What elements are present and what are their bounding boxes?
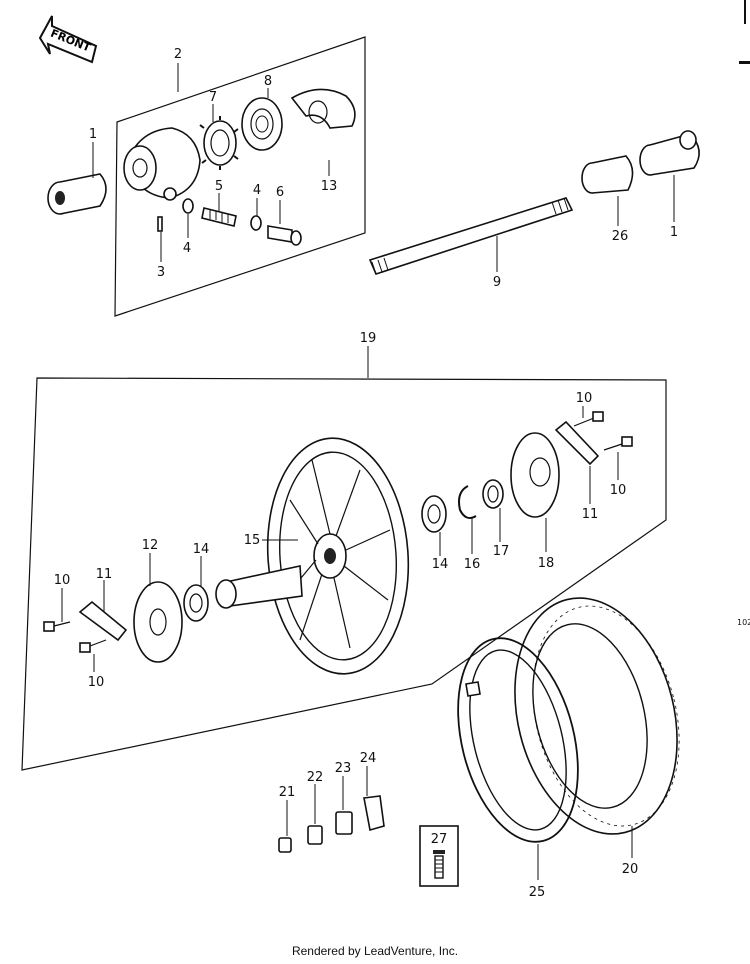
bearing-part-14-left <box>183 584 209 622</box>
callout-15: 15 <box>244 533 261 548</box>
collar-part-1-left <box>47 173 107 215</box>
callout-7: 7 <box>209 90 217 105</box>
collar-part-26 <box>581 155 634 194</box>
callout-8: 8 <box>264 74 272 89</box>
drive-gear-part-7 <box>199 116 239 170</box>
callout-10-left-lower: 10 <box>88 675 105 690</box>
bolt-part-10-left-lower <box>79 639 107 653</box>
callout-17: 17 <box>493 544 510 559</box>
callout-22: 22 <box>307 770 324 785</box>
callout-14-left: 14 <box>193 542 210 557</box>
balance-weight-part-21 <box>278 837 292 853</box>
circlip-part-16 <box>458 485 477 519</box>
retainer-plate-part-13 <box>290 88 356 129</box>
front-arrow-icon: FRONT <box>38 15 98 64</box>
axle-part-9 <box>368 197 574 275</box>
callout-11-left: 11 <box>96 567 113 582</box>
seal-part-8 <box>241 97 283 151</box>
hub-sleeve <box>215 565 303 609</box>
callout-25: 25 <box>529 885 546 900</box>
callout-4-left: 4 <box>183 241 191 256</box>
callout-18: 18 <box>538 556 555 571</box>
side-reference-code: 102 <box>737 618 750 627</box>
tire-part-20 <box>514 597 680 835</box>
bolt-part-10-left-upper <box>43 621 71 632</box>
callout-10-right: 10 <box>610 483 627 498</box>
bushing-part-6 <box>267 225 302 246</box>
callout-19: 19 <box>360 331 377 346</box>
callout-20: 20 <box>622 862 639 877</box>
callout-12: 12 <box>142 538 159 553</box>
callout-6: 6 <box>276 185 284 200</box>
callout-26: 26 <box>612 229 629 244</box>
lock-plate-part-11-right <box>554 420 600 466</box>
callout-1-left: 1 <box>89 127 97 142</box>
seal-part-17 <box>482 479 504 509</box>
washer-part-4-left <box>182 198 194 214</box>
callout-9: 9 <box>493 275 501 290</box>
pinion-part-5 <box>201 207 237 227</box>
pin-part-3 <box>157 216 163 232</box>
lock-plate-part-11-left <box>78 600 128 642</box>
callout-27: 27 <box>431 832 448 847</box>
callout-21: 21 <box>279 785 296 800</box>
callout-10-left-upper: 10 <box>54 573 71 588</box>
wheel-group-outline <box>21 377 667 771</box>
inner-tube-part-25 <box>457 637 579 843</box>
page-edge-mark <box>739 61 750 64</box>
balance-weight-part-24 <box>363 795 385 832</box>
cast-wheel-part-15 <box>266 437 410 675</box>
callout-3: 3 <box>157 265 165 280</box>
balance-weight-part-22 <box>307 825 323 845</box>
disc-plate-part-12 <box>133 581 183 663</box>
washer-part-4-right <box>250 215 262 231</box>
leader-lines <box>61 63 675 880</box>
balance-weight-part-23 <box>335 811 353 835</box>
callout-11-right: 11 <box>582 507 599 522</box>
collar-part-1-right <box>639 130 700 176</box>
callout-2: 2 <box>174 47 182 62</box>
page-edge-mark-vertical <box>744 0 746 24</box>
render-credit-footer: Rendered by LeadVenture, Inc. <box>291 944 459 958</box>
speedometer-gear-group-outline <box>114 36 366 317</box>
callout-13: 13 <box>321 179 338 194</box>
bearing-part-14-right <box>421 495 447 533</box>
callout-14-right: 14 <box>432 557 449 572</box>
valve-core-part-27 <box>419 825 459 887</box>
callout-16: 16 <box>464 557 481 572</box>
bolt-part-10-right-upper <box>573 411 604 427</box>
callout-23: 23 <box>335 761 352 776</box>
callout-10-top-right: 10 <box>576 391 593 406</box>
callout-24: 24 <box>360 751 377 766</box>
bolt-part-10-right-lower <box>603 436 633 451</box>
callout-5: 5 <box>215 179 223 194</box>
disc-plate-part-18 <box>510 432 560 518</box>
callout-4-right: 4 <box>253 183 261 198</box>
gear-housing-part-2 <box>123 127 201 201</box>
callout-1-right: 1 <box>670 225 678 240</box>
